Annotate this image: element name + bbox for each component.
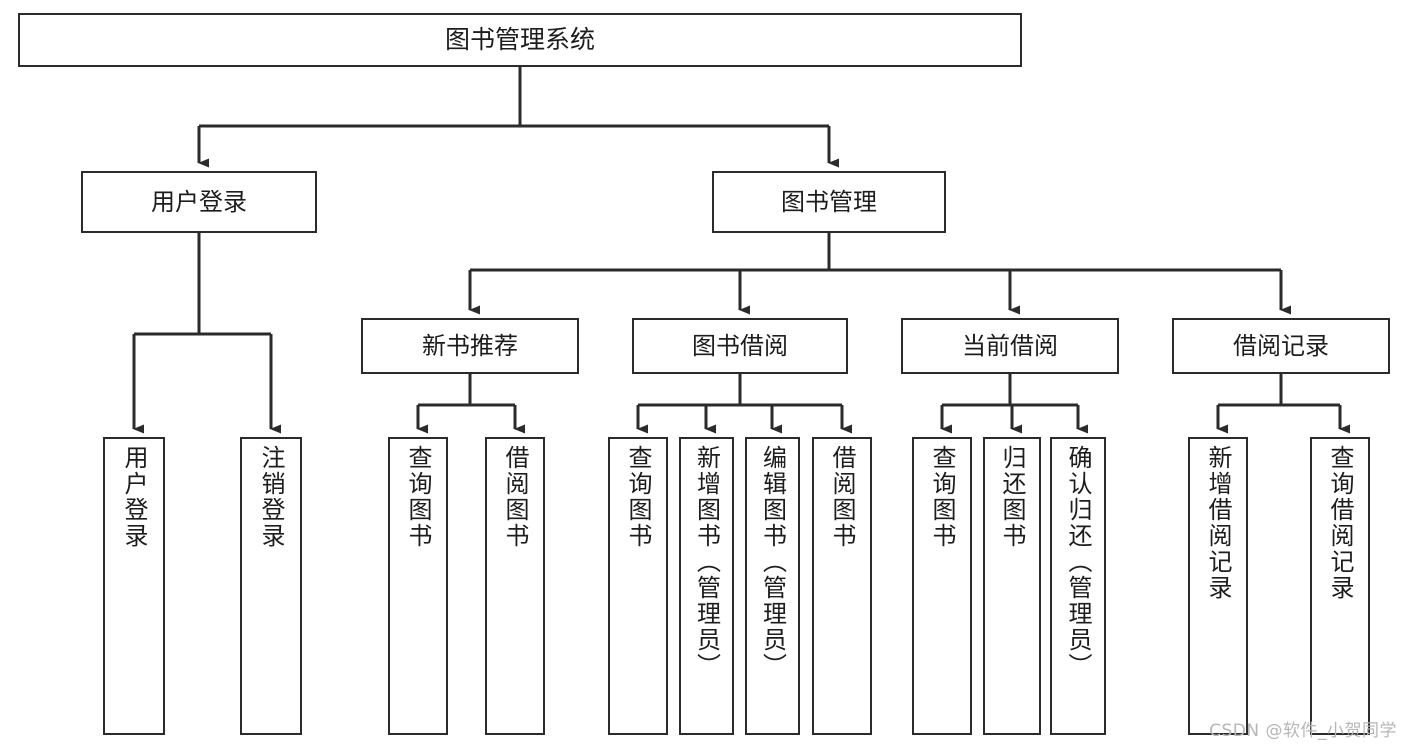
node-book-management[interactable]: 图书管理 — [712, 171, 946, 233]
watermark: CSDN @软件_小贺同学 — [1209, 721, 1397, 741]
node-user-login-label: 用户登录 — [151, 187, 247, 216]
leaf-query-books-borrow[interactable]: 查询图书 — [608, 437, 668, 735]
leaf-add-book-admin-label: 新增图书（管理员） — [692, 445, 721, 679]
leaf-confirm-return-admin[interactable]: 确认归还（管理员） — [1050, 437, 1106, 735]
node-current-borrow-label: 当前借阅 — [962, 331, 1058, 360]
node-book-borrow-label: 图书借阅 — [692, 331, 788, 360]
leaf-borrow-book-label: 借阅图书 — [828, 445, 856, 549]
leaf-user-login[interactable]: 用户登录 — [103, 437, 165, 735]
leaf-edit-book-admin[interactable]: 编辑图书（管理员） — [745, 437, 800, 735]
leaf-return-book-label: 归还图书 — [998, 445, 1026, 549]
leaf-borrow-books-new-label: 借阅图书 — [501, 445, 529, 549]
leaf-confirm-return-admin-label: 确认归还（管理员） — [1064, 445, 1092, 679]
leaf-query-books-borrow-label: 查询图书 — [624, 445, 652, 549]
node-new-book-recommend[interactable]: 新书推荐 — [361, 318, 579, 374]
leaf-add-borrow-record[interactable]: 新增借阅记录 — [1188, 437, 1248, 735]
leaf-user-login-label: 用户登录 — [120, 445, 148, 549]
leaf-logout-label: 注销登录 — [257, 445, 285, 549]
node-borrow-records-label: 借阅记录 — [1233, 331, 1329, 360]
node-user-login[interactable]: 用户登录 — [81, 171, 317, 233]
node-borrow-records[interactable]: 借阅记录 — [1172, 318, 1390, 374]
leaf-query-books-new[interactable]: 查询图书 — [388, 437, 448, 735]
node-root-label: 图书管理系统 — [444, 25, 595, 54]
leaf-borrow-books-new[interactable]: 借阅图书 — [485, 437, 545, 735]
leaf-query-borrow-record-label: 查询借阅记录 — [1326, 445, 1354, 601]
leaf-query-borrow-record[interactable]: 查询借阅记录 — [1310, 437, 1370, 735]
leaf-borrow-book[interactable]: 借阅图书 — [812, 437, 872, 735]
leaf-add-borrow-record-label: 新增借阅记录 — [1204, 445, 1232, 601]
node-book-borrow[interactable]: 图书借阅 — [632, 318, 848, 374]
leaf-edit-book-admin-label: 编辑图书（管理员） — [758, 445, 787, 679]
leaf-logout[interactable]: 注销登录 — [240, 437, 302, 735]
node-current-borrow[interactable]: 当前借阅 — [901, 318, 1119, 374]
leaf-return-book[interactable]: 归还图书 — [983, 437, 1041, 735]
node-book-management-label: 图书管理 — [781, 187, 877, 216]
leaf-query-books-new-label: 查询图书 — [404, 445, 432, 549]
node-root[interactable]: 图书管理系统 — [18, 13, 1022, 67]
node-new-book-recommend-label: 新书推荐 — [422, 331, 518, 360]
leaf-query-books-current[interactable]: 查询图书 — [912, 437, 972, 735]
leaf-add-book-admin[interactable]: 新增图书（管理员） — [679, 437, 734, 735]
leaf-query-books-current-label: 查询图书 — [928, 445, 956, 549]
